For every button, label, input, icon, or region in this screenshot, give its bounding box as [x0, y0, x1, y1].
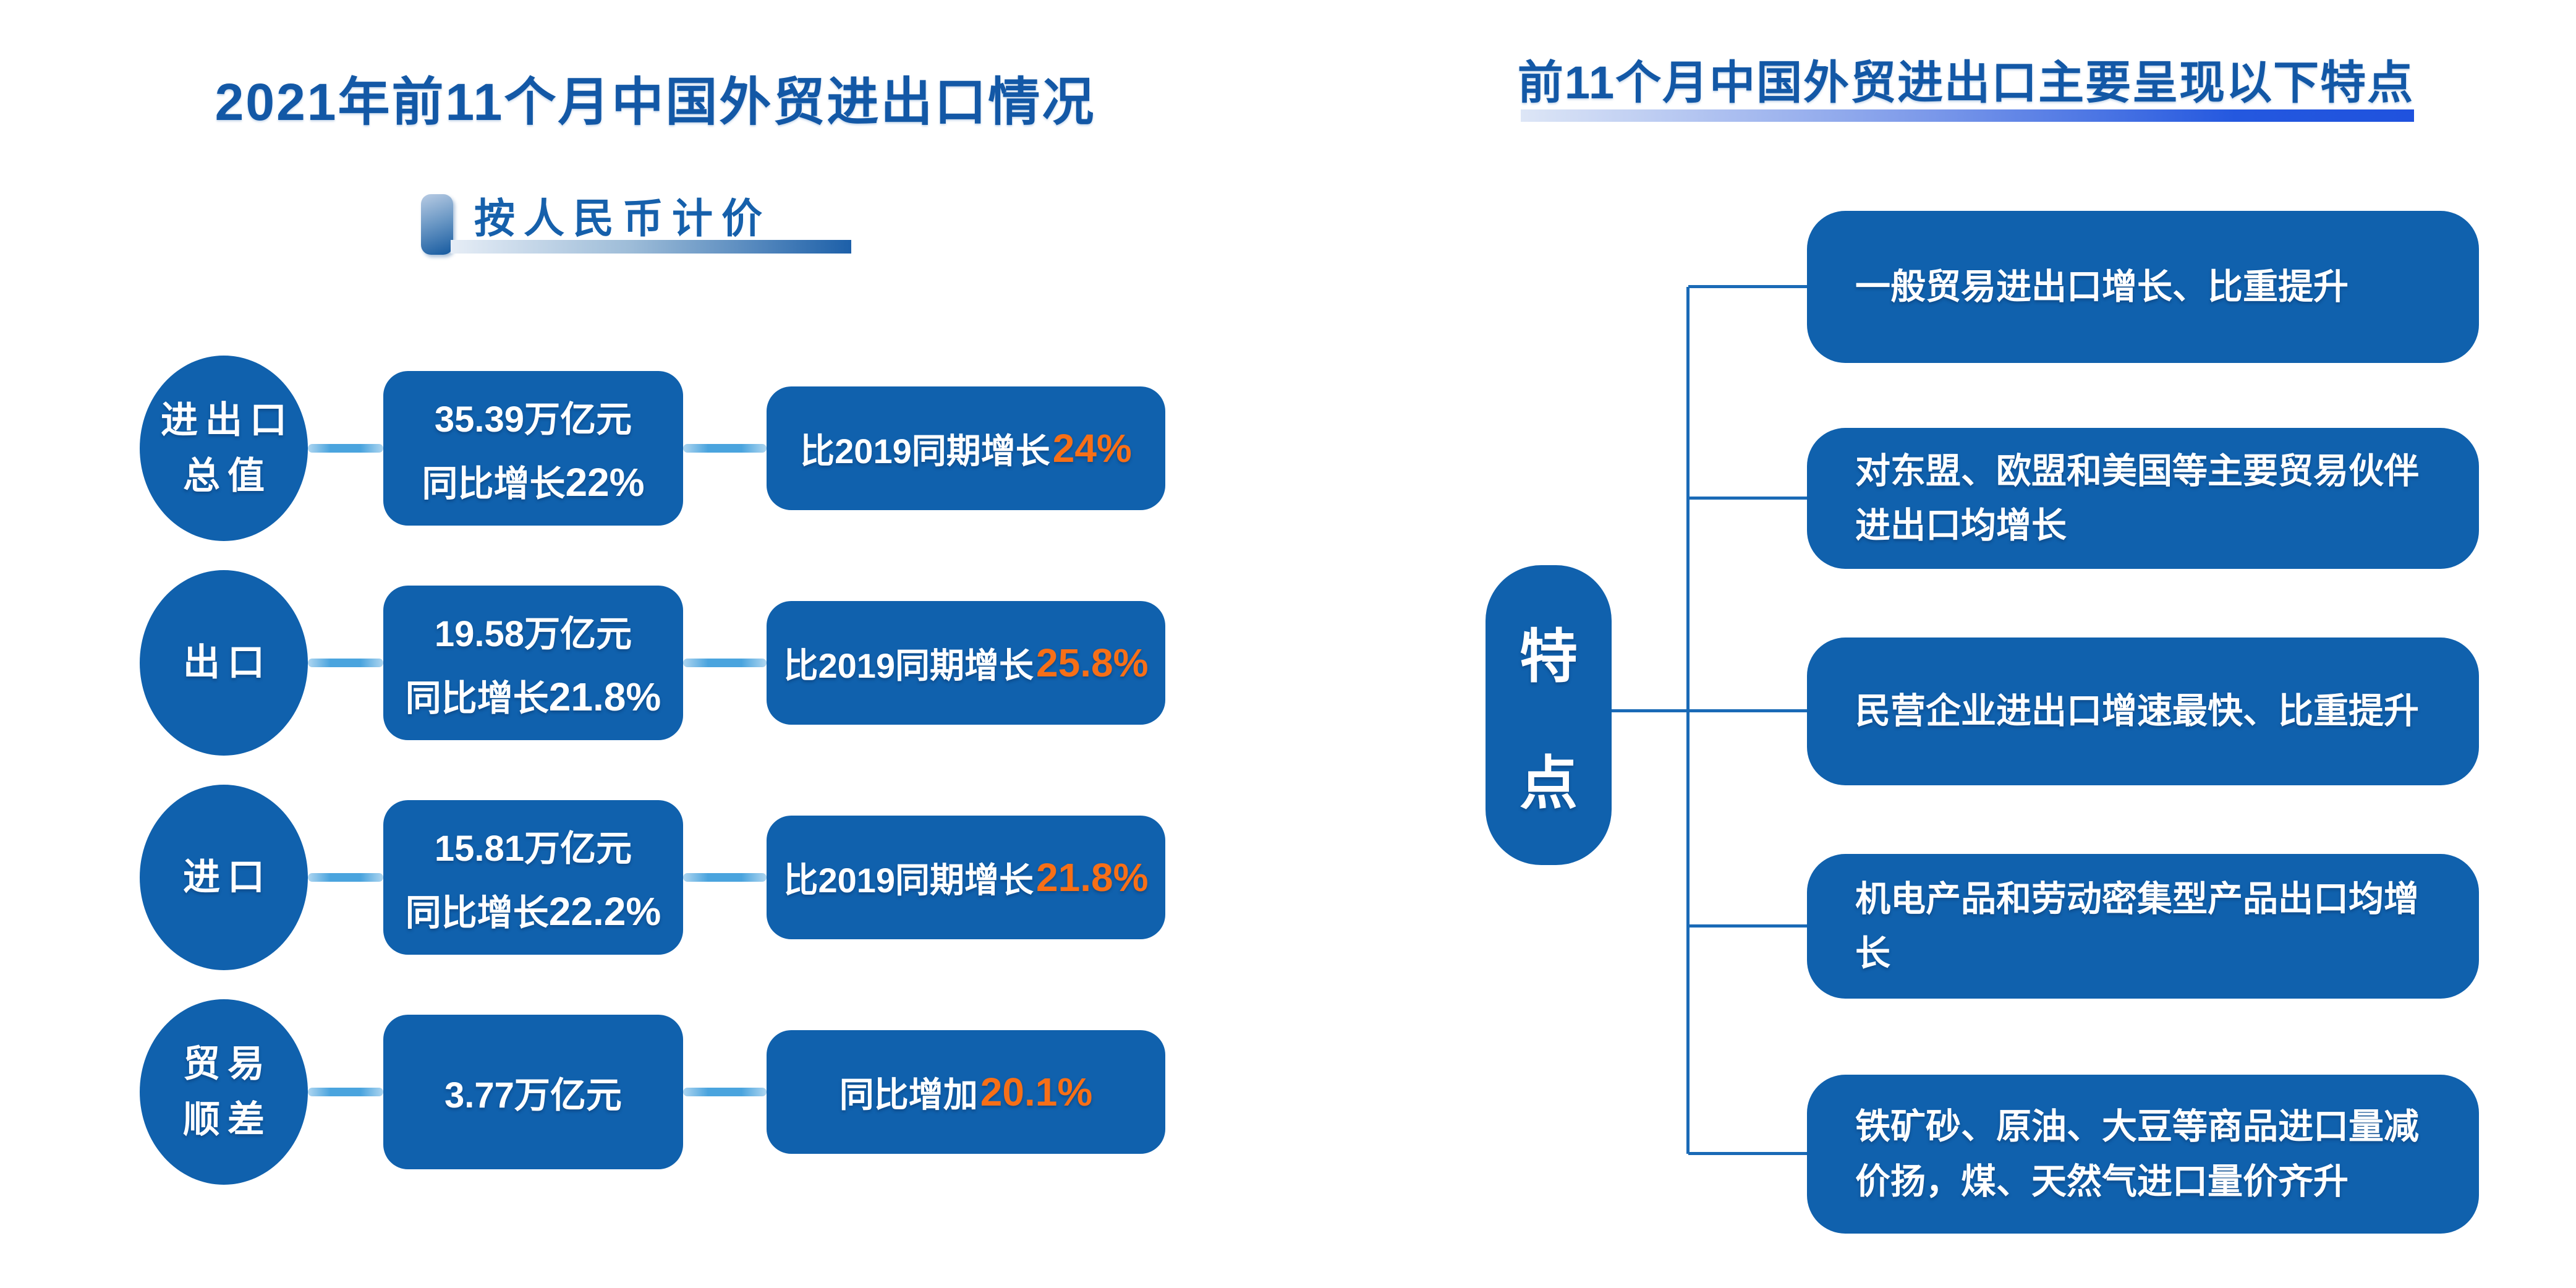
circle-label-line1: 进出口: [161, 399, 294, 441]
node-connector-line: [1612, 709, 1688, 712]
value-growth: 同比增长21.8%: [405, 675, 661, 719]
feature-box-mechanical-products: 机电产品和劳动密集型产品出口均增长: [1807, 854, 2479, 999]
value-box-surplus: 3.77万亿元: [383, 1015, 683, 1169]
feature-box-trade-partners: 对东盟、欧盟和美国等主要贸易伙伴进出口均增长: [1807, 428, 2479, 569]
growth-percent: 22%: [565, 460, 645, 505]
connector-line: [308, 444, 383, 453]
branch-line: [1688, 924, 1808, 928]
compare-percent: 25.8%: [1036, 641, 1149, 685]
category-circle-import: 进口: [140, 785, 308, 970]
compare-percent: 21.8%: [1036, 855, 1149, 900]
features-node: 特 点: [1486, 565, 1612, 865]
value-box-export: 19.58万亿元 同比增长21.8%: [383, 586, 683, 740]
category-circle-surplus: 贸易 顺差: [140, 999, 308, 1185]
growth-percent: 22.2%: [548, 889, 661, 934]
left-panel-title: 2021年前11个月中国外贸进出口情况: [215, 73, 1096, 131]
value-amount: 35.39万亿元: [434, 399, 632, 440]
compare-percent: 20.1%: [980, 1070, 1093, 1114]
feature-box-commodity-imports: 铁矿砂、原油、大豆等商品进口量减价扬，煤、天然气进口量价齐升: [1807, 1075, 2479, 1234]
badge-underline-bar: [451, 240, 851, 254]
circle-label-line2: 顺差: [183, 1099, 272, 1140]
badge-label: 按人民币计价: [474, 195, 771, 241]
features-node-char2: 点: [1519, 751, 1578, 816]
feature-box-general-trade: 一般贸易进出口增长、比重提升: [1807, 211, 2479, 363]
value-growth: 同比增长22%: [422, 460, 645, 505]
value-amount: 3.77万亿元: [444, 1075, 622, 1115]
features-node-char1: 特: [1519, 624, 1578, 689]
circle-label-line1: 贸易: [183, 1043, 272, 1085]
right-panel-title: 前11个月中国外贸进出口主要呈现以下特点: [1517, 57, 2415, 108]
connector-line: [308, 873, 383, 882]
right-title-underline-bar: [1521, 109, 2414, 122]
circle-label-line1: 进口: [183, 856, 272, 898]
growth-percent: 21.8%: [548, 675, 661, 719]
value-amount: 19.58万亿元: [434, 614, 632, 654]
branch-line: [1688, 497, 1808, 500]
circle-label-line2: 总值: [183, 455, 272, 497]
category-circle-total: 进出口 总值: [140, 356, 308, 541]
feature-box-private-enterprises: 民营企业进出口增速最快、比重提升: [1807, 638, 2479, 785]
connector-line: [308, 1088, 383, 1096]
circle-label-line1: 出口: [183, 642, 272, 683]
value-amount: 15.81万亿元: [434, 829, 632, 869]
value-growth: 同比增长22.2%: [405, 889, 661, 934]
category-circle-export: 出口: [140, 570, 308, 756]
value-box-total: 35.39万亿元 同比增长22%: [383, 371, 683, 526]
tree-trunk-line: [1686, 287, 1690, 1154]
badge-pill-icon: [421, 194, 453, 255]
connector-line: [683, 1088, 767, 1096]
connector-line: [683, 444, 767, 453]
branch-line: [1688, 285, 1808, 288]
connector-line: [683, 873, 767, 882]
compare-percent: 24%: [1052, 426, 1132, 471]
value-box-import: 15.81万亿元 同比增长22.2%: [383, 800, 683, 955]
connector-line: [683, 659, 767, 667]
branch-line: [1688, 709, 1808, 712]
branch-line: [1688, 1152, 1808, 1155]
connector-line: [308, 659, 383, 667]
